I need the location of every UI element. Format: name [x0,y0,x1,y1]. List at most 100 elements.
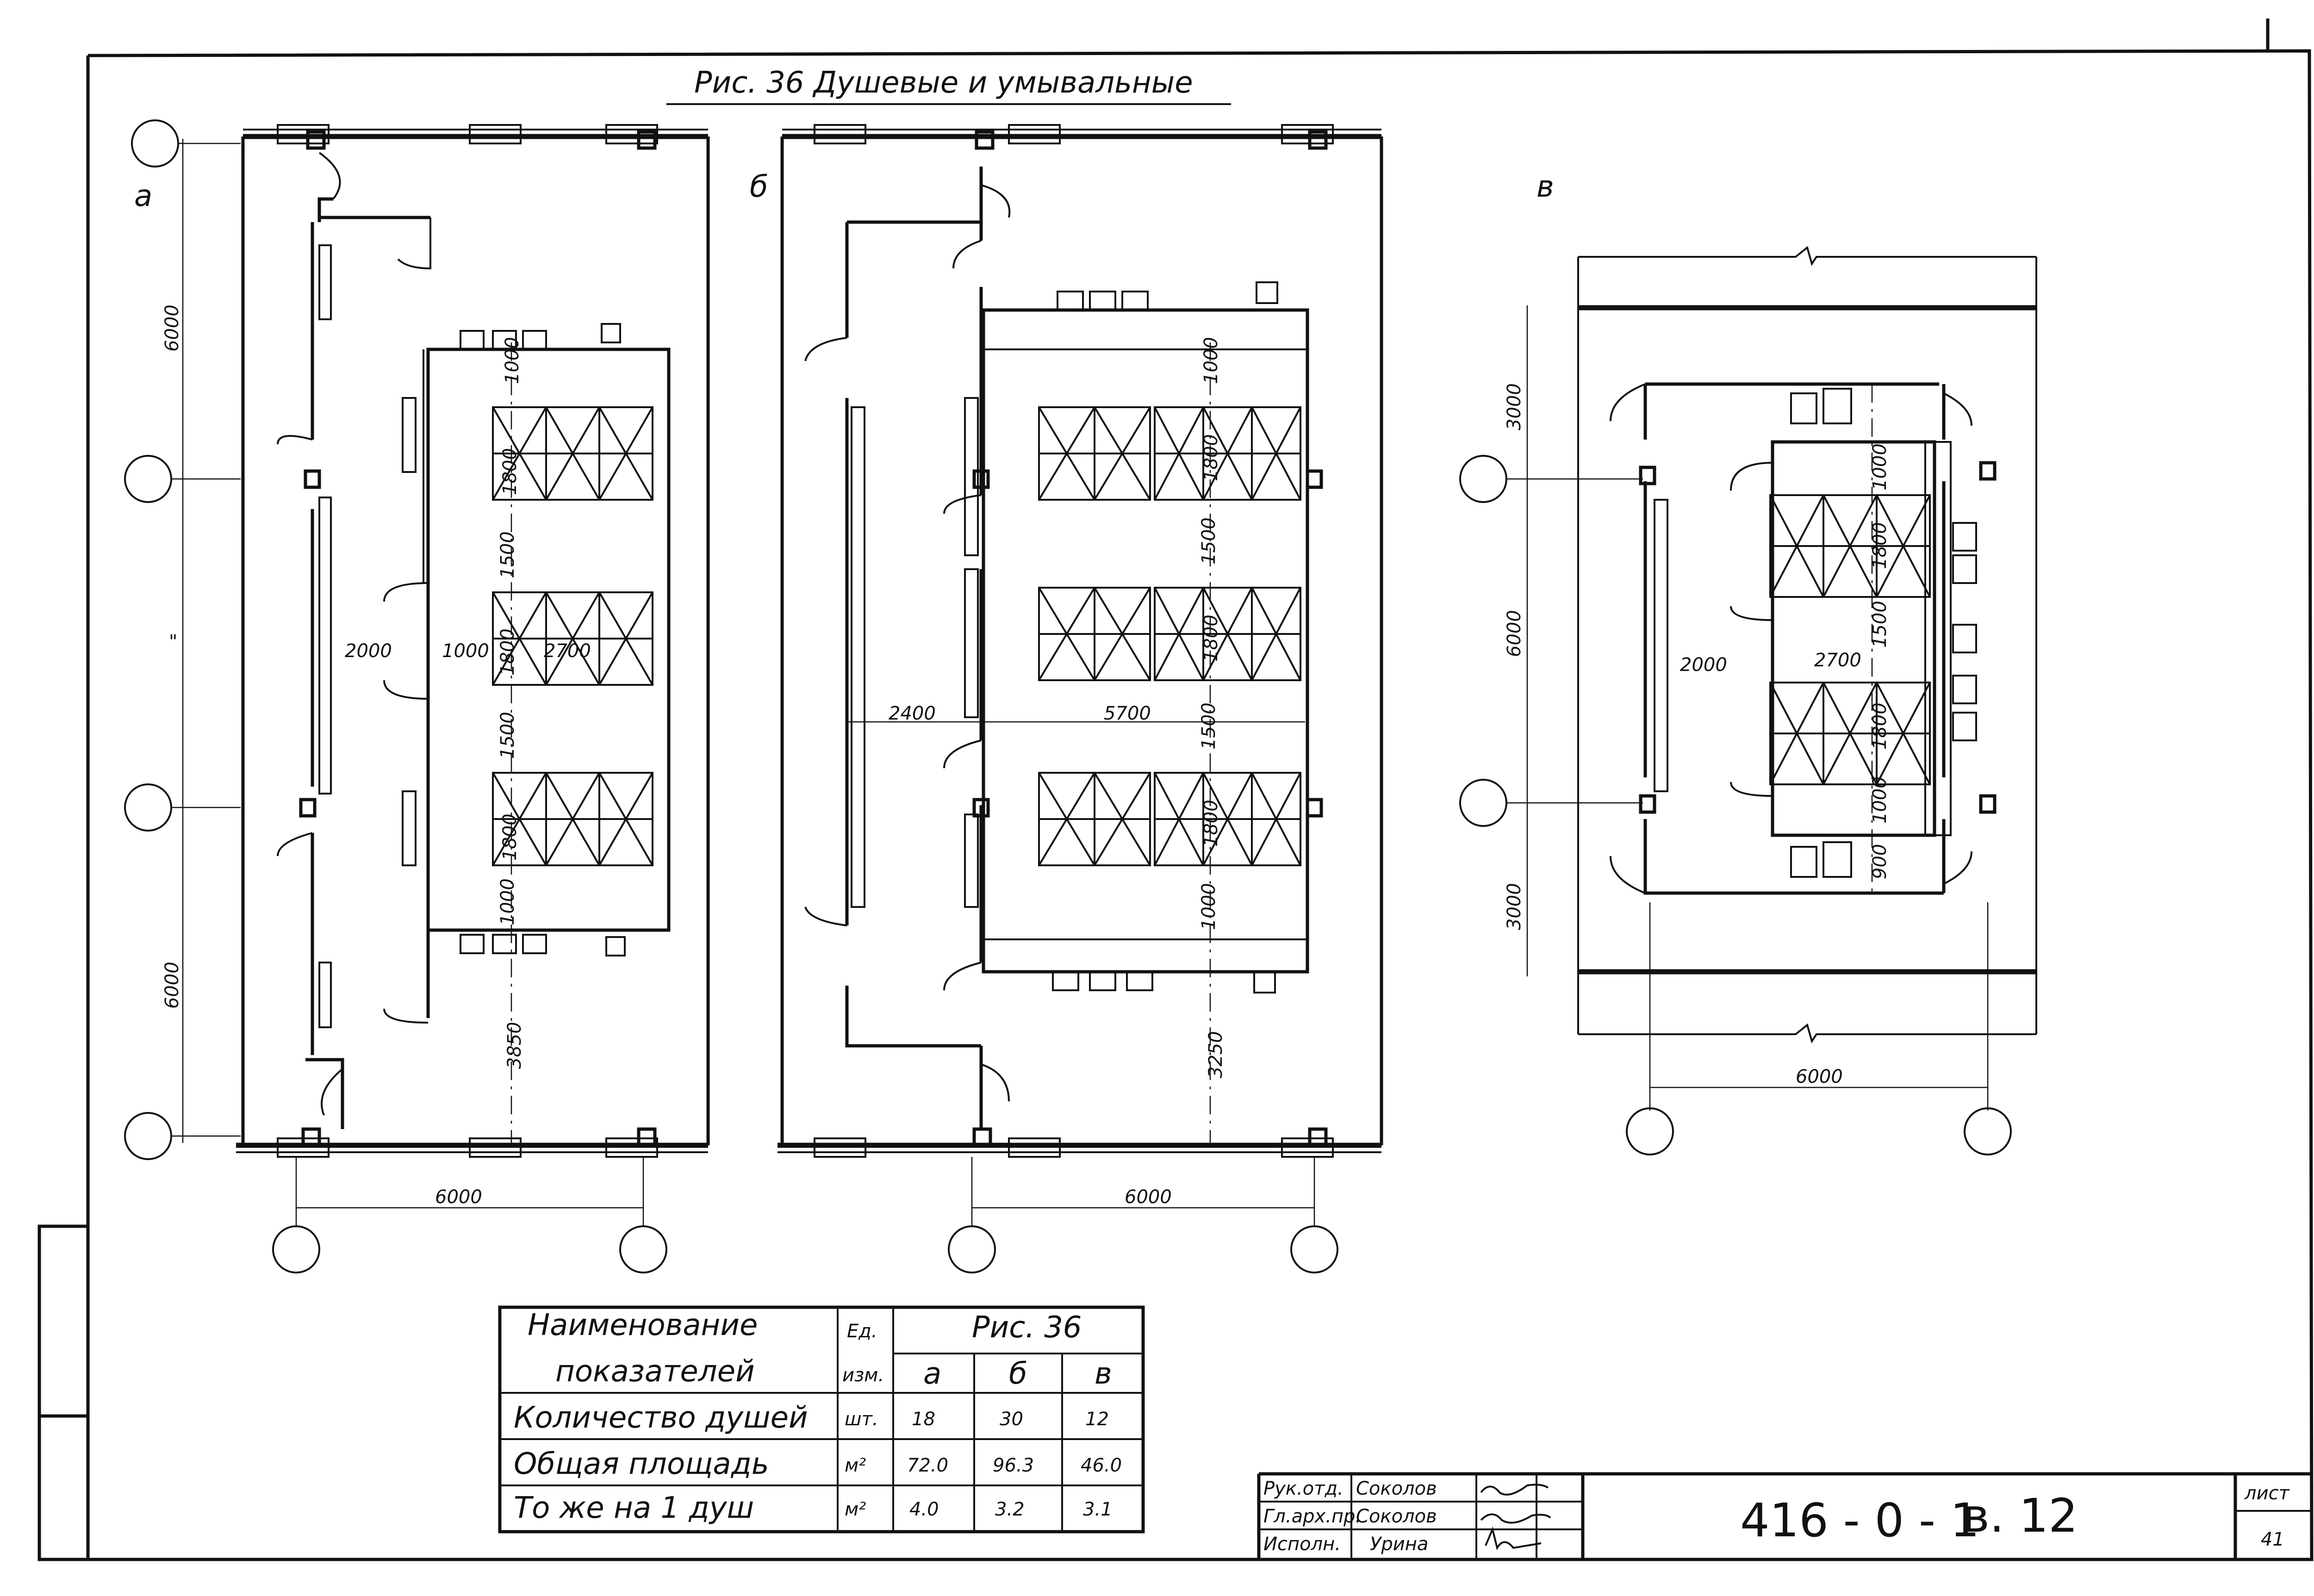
plan-variant-a: а 6000 " 6000 [124,119,710,1273]
row-value-c: 3.1 [1083,1499,1113,1520]
shower-cabin [1094,406,1151,501]
dim-1000-top: 1000 [1869,443,1891,491]
shower-cabin [1154,587,1204,681]
shower-cabin [1769,494,1824,598]
row-name: Количество душей [514,1401,808,1435]
variant-a-letter: а [134,179,152,213]
dim-1500-2: 1500 [497,712,518,759]
figure-title-text: Рис. 36 Душевые и умывальные [694,66,1193,100]
axis-bubble [619,1225,667,1273]
table-header-group: Рис. 36 [972,1310,1082,1345]
dim-1000-top: 1000 [1201,337,1222,384]
dim-900: 900 [1869,844,1891,879]
figure-title: Рис. 36 Душевые и умывальные [666,66,1231,105]
sheet-frame [37,19,2314,1561]
shower-cabin [1823,494,1878,598]
shower-cabin [1251,587,1301,681]
shower-cabin [1094,772,1151,866]
dim-w-left: 2000 [1680,654,1727,676]
dim-middle: 6000 [1504,610,1525,657]
document-code: 416 - 0 - 1 [1740,1493,1979,1547]
row-unit: м² [845,1455,866,1476]
stamp-role: Гл.арх.пр. [1263,1506,1361,1527]
shower-cabin [545,406,600,501]
stamp-role: Рук.отд. [1263,1478,1344,1499]
table-header-col-b: б [1009,1357,1027,1391]
dim-3250: 3250 [1205,1031,1226,1078]
plan-variant-c: в [1459,170,2037,1155]
title-block: Рук.отд. Соколов Гл.арх.пр. Соколов Испо… [1257,1472,2312,1559]
row-name: Общая площадь [514,1447,769,1481]
shower-cabin [545,591,600,686]
dim-1800-1: 1800 [499,448,521,495]
axis-bubble [1290,1225,1338,1273]
shower-cabins-c [1769,494,1931,785]
shower-cabin [1251,772,1301,866]
stamp-role: Исполн. [1263,1534,1341,1555]
dim-w-right: 2700 [544,640,591,662]
axis-bubble [948,1225,996,1273]
axis-bubble [1626,1107,1674,1155]
shower-cabin [1202,587,1253,681]
table-row: Общая площадь м² 72.0 96.3 46.0 [514,1447,1122,1481]
dim-w-right: 2700 [1814,650,1861,671]
shower-cabin [1876,494,1931,598]
stamp-name: Урина [1370,1534,1428,1555]
axis-bubble [124,455,172,503]
axis-bubble [124,1112,172,1160]
table-header-unit-1: Ед. [847,1321,877,1342]
dim-top: 6000 [162,304,183,352]
dim-middle: " [169,631,177,652]
dim-1800-3: 1800 [1201,800,1222,847]
washbasins-bottom-b [1052,971,1276,994]
axis-bubble [124,783,172,832]
dim-1000-bottom: 1000 [1198,883,1219,930]
dim-1800-2: 1800 [1869,702,1891,750]
indicators-table: Наименование показателей Ед. изм. Рис. 3… [498,1305,1145,1534]
dim-1800-2: 1800 [497,628,518,676]
shower-cabin [1038,587,1095,681]
dim-bottom: 3000 [1504,883,1525,930]
row-unit: м² [845,1499,866,1520]
table-header-unit-2: изм. [842,1365,884,1386]
table-row: То же на 1 душ м² 4.0 3.2 3.1 [514,1491,1113,1525]
axis-bubble [272,1225,320,1273]
axis-bubble [1459,779,1507,827]
dim-w-left: 2000 [345,640,392,662]
row-value-c: 46.0 [1081,1455,1122,1476]
shower-cabins-b [1038,406,1301,866]
shower-cabin [598,591,653,686]
plan-variant-b: б [750,124,1383,1273]
shower-cabin [1769,682,1824,785]
table-header-col-c: в [1095,1357,1112,1391]
dim-3850: 3850 [504,1022,525,1069]
axis-bubble [131,119,179,168]
variant-b-letter: б [750,170,768,204]
dim-1500-1: 1500 [497,531,518,578]
shower-cabin [1038,406,1095,501]
signature [1485,1526,1542,1551]
dim-1500: 1500 [1869,601,1891,648]
table-header-name-2: показателей [555,1354,755,1389]
table-header-name-1: Наименование [528,1308,758,1342]
shower-cabin [1154,772,1204,866]
sheet-label: лист [2244,1483,2290,1504]
dim-1500-1: 1500 [1198,517,1219,565]
shower-cabins-a [492,406,653,866]
dim-1800-2: 1800 [1201,615,1222,662]
shower-cabin [1251,406,1301,501]
row-value-c: 12 [1085,1409,1109,1430]
dim-1800-1: 1800 [1869,522,1891,569]
row-value-b: 3.2 [995,1499,1025,1520]
washbasins-side-c [1952,522,1977,741]
washbasins-bottom-a [460,934,626,956]
shower-cabin [1876,682,1931,785]
row-unit: шт. [845,1409,878,1430]
shower-cabin [598,406,653,501]
axis-bubble [1459,455,1507,503]
dim-top: 3000 [1504,383,1525,430]
row-value-a: 4.0 [909,1499,939,1520]
signature [1480,1513,1551,1524]
sheet-number: 41 [2261,1529,2284,1550]
